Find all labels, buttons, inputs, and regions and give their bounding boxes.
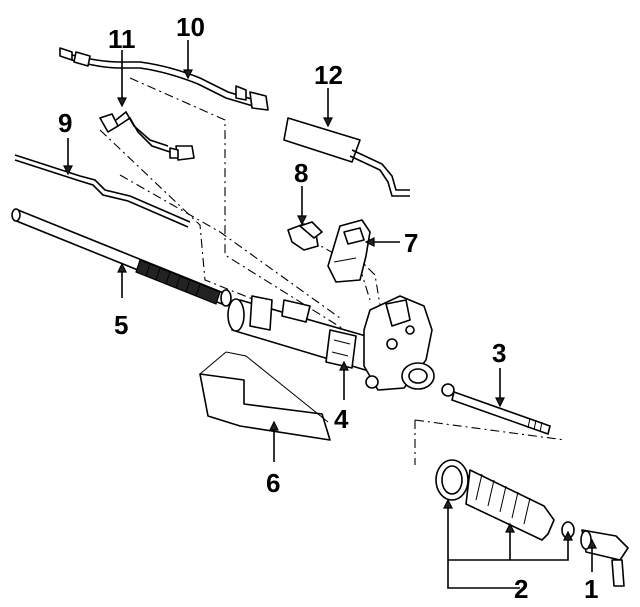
part-3-inner-tie-rod [441,383,551,436]
callout-8: 8 [294,158,308,188]
part-4-gear-housing [227,295,435,391]
part-8-sensor [287,221,323,251]
callout-labels: 10 11 12 9 8 7 5 3 4 6 2 1 [58,12,598,604]
callout-9: 9 [58,108,72,138]
callout-11: 11 [108,24,136,54]
alignment-lines [99,77,566,465]
callout-10: 10 [176,12,205,42]
part-11-return-hose [99,110,195,161]
part-9-tube [14,154,191,228]
callout-4: 4 [334,404,349,434]
part-12-heat-shield [283,117,410,197]
callout-1: 1 [584,574,598,604]
part-1-outer-tie-rod-end [580,529,629,587]
callout-3: 3 [492,338,506,368]
callout-2: 2 [514,574,528,604]
part-6-splash-shield [199,351,331,441]
part-7-valve [327,219,371,283]
callout-7: 7 [404,228,418,258]
part-10-pressure-hose [59,47,269,111]
part-5-rack [11,208,232,307]
callout-5: 5 [114,310,128,340]
part-2-boot-kit [435,459,575,541]
callout-12: 12 [314,60,343,90]
leader-lines [63,40,597,589]
callout-6: 6 [266,468,280,498]
